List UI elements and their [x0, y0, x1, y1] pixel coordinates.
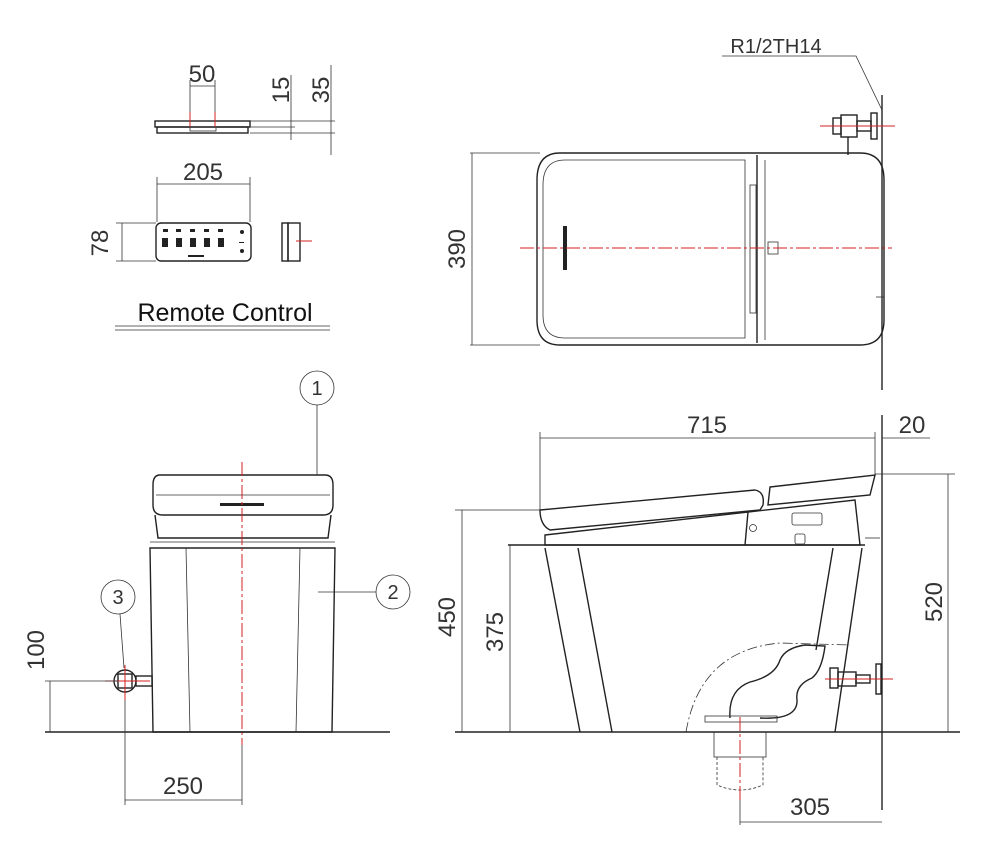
- front-dim-100: 100: [23, 630, 50, 670]
- side-dim-305: 305: [790, 794, 830, 821]
- callout-3: 3: [112, 587, 123, 609]
- remote-dim-78: 78: [87, 230, 114, 257]
- side-dim-450: 450: [434, 597, 461, 637]
- top-dim-390: 390: [444, 229, 471, 269]
- callout-1: 1: [311, 378, 322, 400]
- side-dim-520: 520: [921, 582, 948, 622]
- toilet-front-view: 100 250 1 2 3: [23, 370, 411, 805]
- remote-dim-205: 205: [183, 159, 223, 186]
- callout-2: 2: [387, 582, 398, 604]
- remote-front-view: 205 78: [87, 159, 312, 262]
- angle-valve-side: [825, 663, 893, 695]
- remote-dim-50: 50: [189, 61, 216, 88]
- side-dim-715: 715: [687, 412, 727, 439]
- inlet-thread-label: R1/2TH14: [730, 36, 821, 58]
- side-dim-20: 20: [899, 412, 926, 439]
- front-dim-250: 250: [163, 773, 203, 800]
- remote-dim-15: 15: [268, 77, 295, 104]
- remote-control-title: Remote Control: [137, 299, 312, 327]
- remote-side-elevation: 50 15 35: [154, 61, 335, 155]
- remote-dim-35: 35: [308, 77, 335, 104]
- toilet-top-view: 390 R1/2TH14: [444, 36, 895, 390]
- side-dim-375: 375: [482, 612, 509, 652]
- angle-valve-front: [105, 665, 153, 700]
- toilet-side-view: 715 20 450 375 520 305: [434, 412, 960, 825]
- water-inlet-valve-top: [820, 112, 895, 155]
